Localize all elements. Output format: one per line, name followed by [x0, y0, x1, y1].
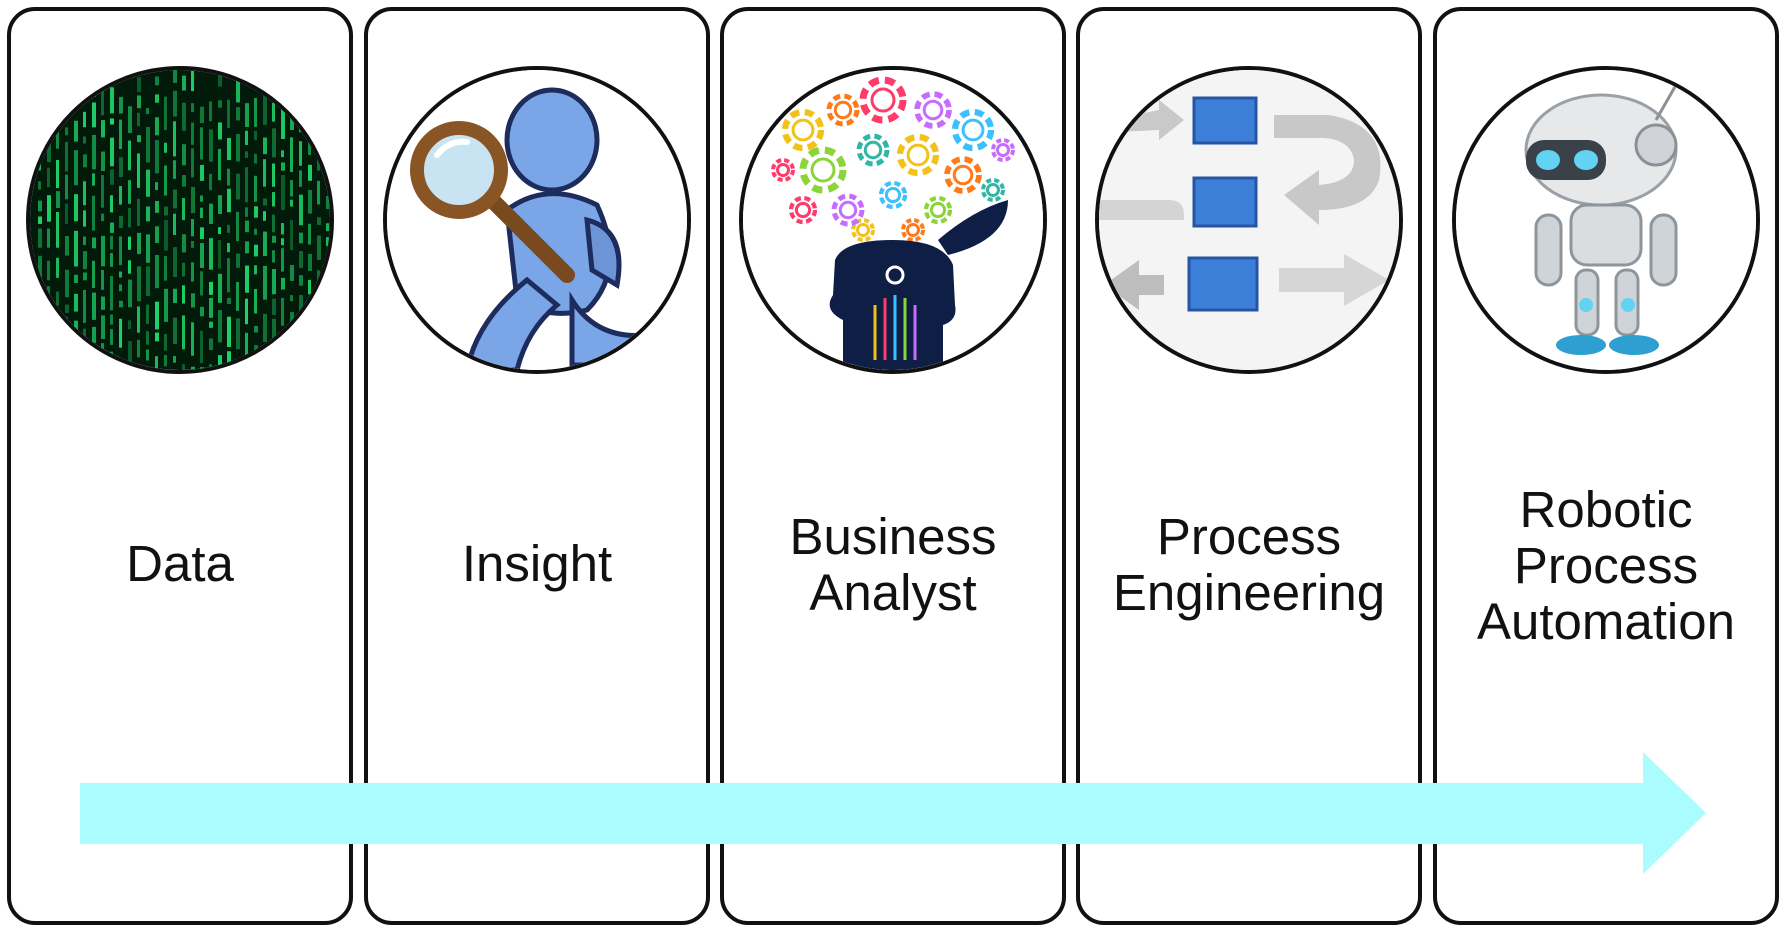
- stage-panel-robotic-process-automation: Robotic Process Automation: [1433, 7, 1779, 925]
- matrix-code-icon: [26, 66, 334, 374]
- stage-panel-data: Data: [7, 7, 353, 925]
- magnifying-glass-figure-icon: [383, 66, 691, 374]
- stage-label: Process Engineering: [1112, 508, 1386, 621]
- stage-panel-process-engineering: Process Engineering: [1076, 7, 1422, 925]
- process-flow-icon: [1095, 66, 1403, 374]
- stage-panel-business-analyst: Business Analyst: [720, 7, 1066, 925]
- stage-label: Robotic Process Automation: [1477, 481, 1735, 650]
- head-with-gears-icon: [739, 66, 1047, 374]
- stage-label: Business Analyst: [789, 508, 997, 621]
- robot-icon: [1452, 66, 1760, 374]
- stage-label: Data: [126, 535, 234, 592]
- stage-panel-insight: Insight: [364, 7, 710, 925]
- stage-label: Insight: [461, 535, 613, 592]
